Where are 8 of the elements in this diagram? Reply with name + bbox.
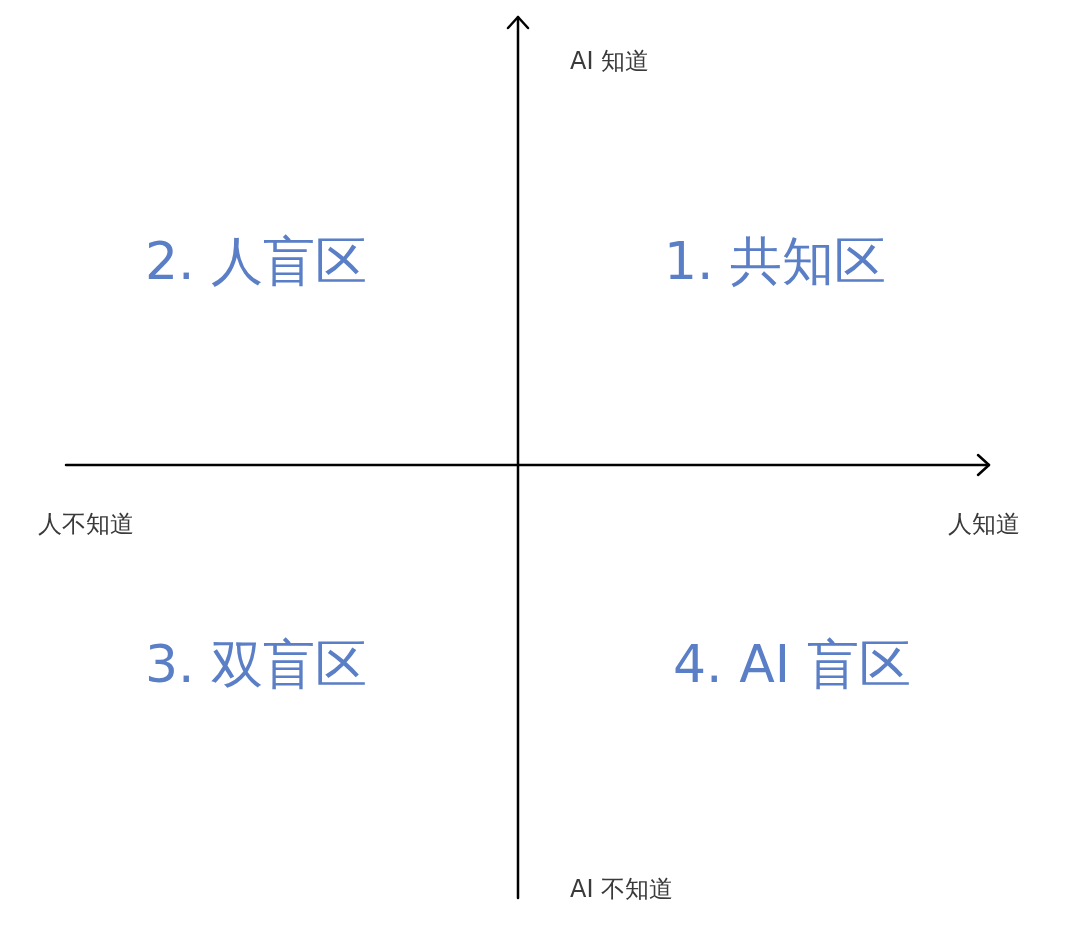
quadrant-label: 4. AI 盲区 [673, 638, 911, 690]
quadrant-label: 3. 双盲区 [145, 638, 368, 690]
axis-label: 人不知道 [38, 512, 134, 536]
axis-label: AI 不知道 [570, 877, 674, 901]
quadrant-label: 2. 人盲区 [145, 235, 368, 287]
axis-label: 人知道 [948, 512, 1020, 536]
quadrant-label: 1. 共知区 [664, 235, 887, 287]
axis-label: AI 知道 [570, 49, 650, 73]
